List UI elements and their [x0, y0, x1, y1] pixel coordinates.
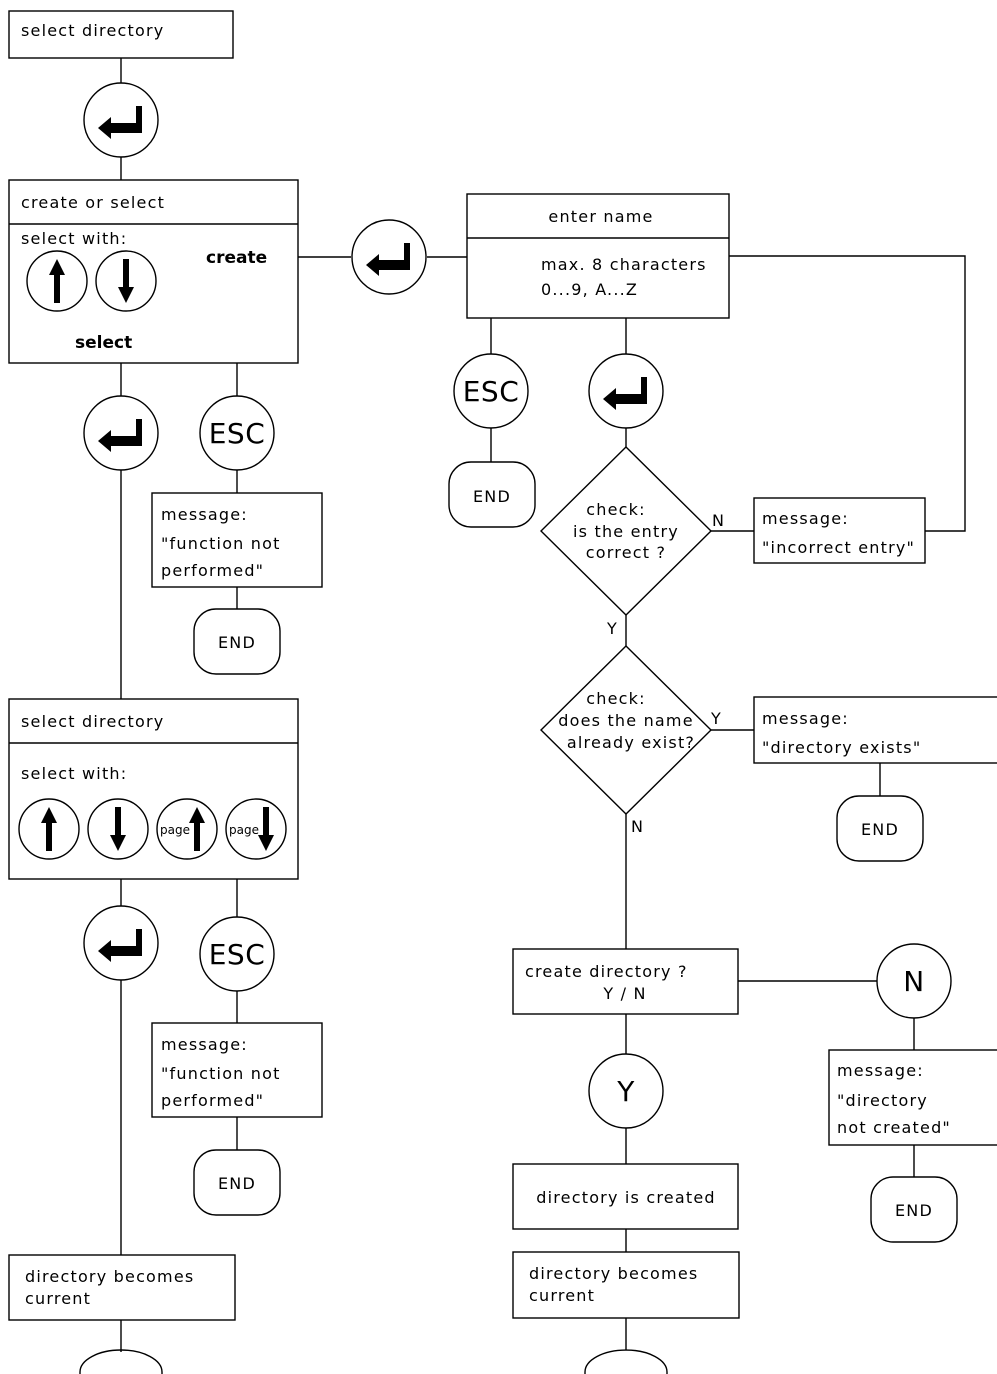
check-entry-decision: check: is the entry correct ? [540, 446, 712, 616]
end-label: END [861, 820, 899, 839]
enter-key-3 [83, 905, 159, 981]
create-question-line2: Y / N [602, 984, 646, 1003]
message-1-line2: "function not [161, 534, 281, 553]
check-exists-line2: does the name [558, 711, 694, 730]
message-2-line1: message: [161, 1035, 248, 1054]
check-entry-yes-label: Y [606, 619, 618, 638]
check-entry-no-label: N [712, 511, 725, 530]
check-entry-line3: correct ? [586, 543, 666, 562]
arrow-down-key [95, 250, 157, 312]
directory-becomes-current-left: directory becomes current [8, 1254, 236, 1321]
enter-key-create [351, 219, 427, 295]
message-1-line3: performed" [161, 561, 264, 580]
msg-not-created-line3: not created" [837, 1118, 951, 1137]
message-1-line1: message: [161, 505, 248, 524]
esc-label: ESC [209, 938, 266, 971]
msg-incorrect-line1: message: [762, 509, 849, 528]
select-directory-start-label: select directory [21, 21, 164, 40]
continuation-terminal-right [584, 1349, 668, 1374]
page-up-key: page [156, 798, 218, 860]
message-not-created: message: "directory not created" [828, 1049, 997, 1146]
end-label: END [218, 1174, 256, 1193]
check-exists-yes-label: Y [710, 709, 722, 728]
message-2-line2: "function not [161, 1064, 281, 1083]
page-up-label: page [160, 823, 190, 837]
y-key: Y [588, 1053, 664, 1129]
message-2-line3: performed" [161, 1091, 264, 1110]
create-question-line1: create directory ? [525, 962, 688, 981]
check-exists-line1: check: [586, 689, 645, 708]
becomes-current-right-line1: directory becomes [529, 1264, 698, 1283]
end-label: END [473, 487, 511, 506]
esc-key-1: ESC [199, 395, 275, 471]
enter-key-1 [83, 82, 159, 158]
enter-name-title: enter name [548, 207, 653, 226]
n-key-label: N [903, 965, 924, 998]
end-terminal-1: END [193, 608, 281, 675]
message-box-1: message: "function not performed" [151, 492, 323, 588]
create-or-select-box: create or select select with: create sel… [8, 179, 299, 364]
select-directory-box: select directory select with: page page [8, 698, 299, 880]
check-entry-line1: check: [586, 500, 645, 519]
message-incorrect-entry: message: "incorrect entry" [753, 497, 926, 564]
create-or-select-title: create or select [21, 193, 165, 212]
check-exists-no-label: N [631, 817, 644, 836]
directory-is-created-label: directory is created [536, 1188, 715, 1207]
enter-name-box: enter name max. 8 characters 0...9, A...… [466, 193, 730, 319]
check-entry-line2: is the entry [573, 522, 679, 541]
enter-key-4 [588, 353, 664, 429]
esc-label: ESC [209, 417, 266, 450]
enter-name-line2: 0...9, A...Z [541, 280, 638, 299]
esc-key-2: ESC [199, 916, 275, 992]
select-label: select [75, 333, 132, 353]
message-box-2: message: "function not performed" [151, 1022, 323, 1118]
check-exists-decision: check: does the name already exist? [540, 645, 712, 815]
message-directory-exists: message: "directory exists" [753, 696, 997, 764]
end-terminal-exists: END [836, 795, 924, 862]
msg-exists-line1: message: [762, 709, 849, 728]
page-down-label: page [229, 823, 259, 837]
end-terminal-esc: END [448, 461, 536, 528]
becomes-current-right-line2: current [529, 1286, 595, 1305]
enter-name-line1: max. 8 characters [541, 255, 707, 274]
select-directory-title: select directory [21, 712, 164, 731]
arrow-down-key-2 [87, 798, 149, 860]
arrow-up-key [26, 250, 88, 312]
end-terminal-2: END [193, 1149, 281, 1216]
arrow-up-key-2 [18, 798, 80, 860]
becomes-current-left-line1: directory becomes [25, 1267, 194, 1286]
msg-not-created-line2: "directory [837, 1091, 928, 1110]
end-label: END [218, 633, 256, 652]
esc-label: ESC [463, 375, 520, 408]
page-down-key: page [225, 798, 287, 860]
create-directory-question-box: create directory ? Y / N [512, 948, 739, 1015]
becomes-current-left-line2: current [25, 1289, 91, 1308]
n-key: N [876, 943, 952, 1019]
end-label: END [895, 1201, 933, 1220]
msg-exists-line2: "directory exists" [762, 738, 921, 757]
directory-becomes-current-right: directory becomes current [512, 1251, 740, 1319]
select-with-label-2: select with: [21, 764, 127, 783]
end-terminal-not-created: END [870, 1176, 958, 1243]
y-key-label: Y [616, 1075, 635, 1108]
msg-incorrect-line2: "incorrect entry" [762, 538, 915, 557]
connector-lines [120, 58, 966, 1352]
continuation-terminal-left [79, 1349, 163, 1374]
check-exists-line3: already exist? [567, 733, 695, 752]
directory-is-created-box: directory is created [512, 1163, 739, 1230]
select-with-label: select with: [21, 229, 127, 248]
enter-key-2 [83, 395, 159, 471]
select-directory-start-box: select directory [8, 10, 234, 59]
esc-key-3: ESC [453, 353, 529, 429]
msg-not-created-line1: message: [837, 1061, 924, 1080]
create-label: create [206, 248, 267, 268]
